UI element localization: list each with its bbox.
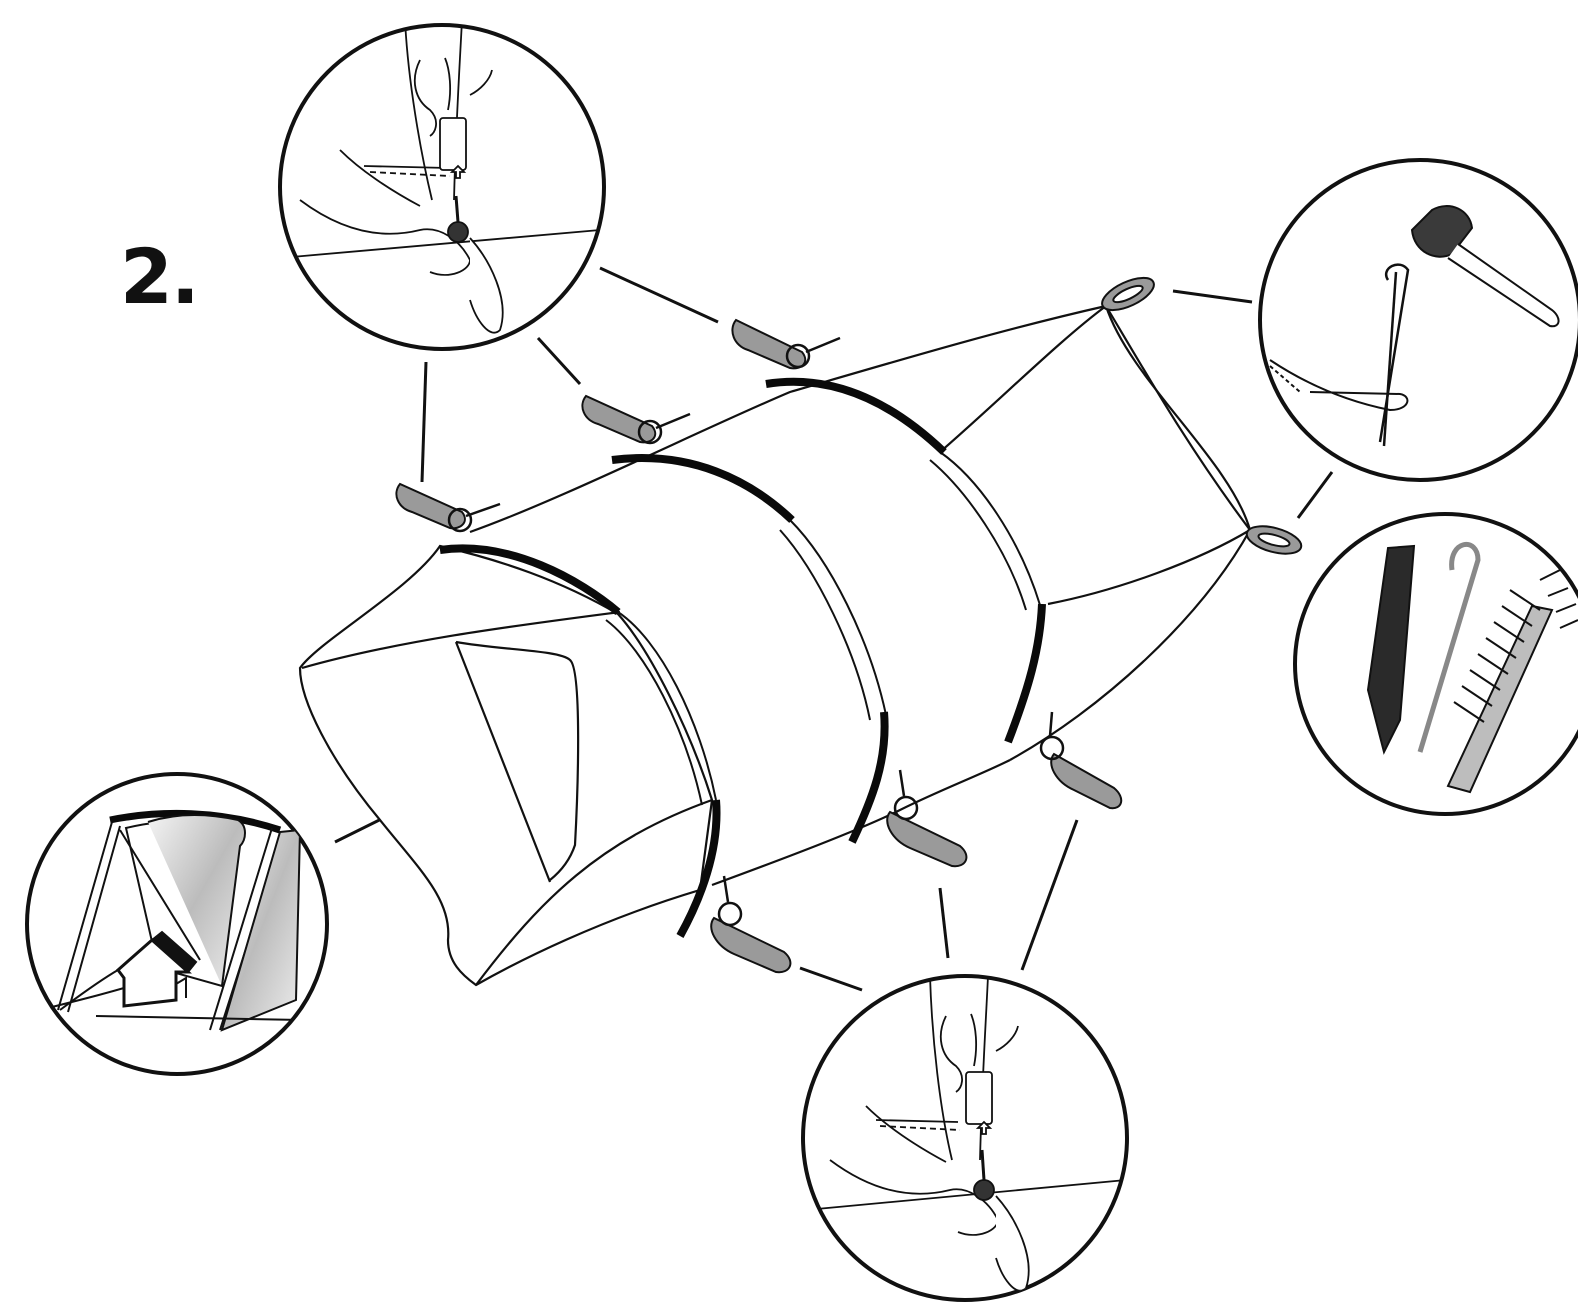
leader-line (1020, 819, 1079, 971)
leader-line (938, 887, 950, 959)
step-number: 2. (120, 232, 200, 321)
detail-peg-types (1293, 512, 1578, 816)
pole-rear-bottom (1004, 603, 1046, 744)
detail-mallet-and-peg (1258, 158, 1578, 482)
detail-door-opening (25, 772, 329, 1076)
leader-line (420, 361, 428, 483)
pole-rear-top (765, 377, 947, 455)
leader-line (536, 336, 582, 386)
tent-poles (439, 377, 1046, 938)
strap-front-top (395, 482, 501, 533)
strap-rear-top (731, 318, 841, 370)
leader-line (599, 266, 719, 324)
pole-straps (395, 276, 1303, 974)
tent-body (298, 304, 1252, 987)
ring-rear-top (1101, 276, 1155, 312)
detail-pole-insertion-top (278, 23, 606, 351)
pole-front-bottom (676, 799, 721, 938)
leader-line (799, 966, 863, 992)
strap-middle-bottom (886, 769, 968, 868)
strap-rear-bottom (1039, 711, 1123, 810)
strap-front-bottom (710, 875, 792, 974)
leader-line (1172, 289, 1253, 304)
pole-front-top (439, 544, 621, 616)
strap-middle-top (581, 394, 691, 445)
detail-pole-insertion-bottom (801, 974, 1129, 1302)
ring-rear-bottom (1245, 525, 1303, 555)
leader-line (1296, 471, 1334, 519)
pole-middle-top (611, 454, 795, 523)
pole-middle-bottom (848, 711, 889, 844)
